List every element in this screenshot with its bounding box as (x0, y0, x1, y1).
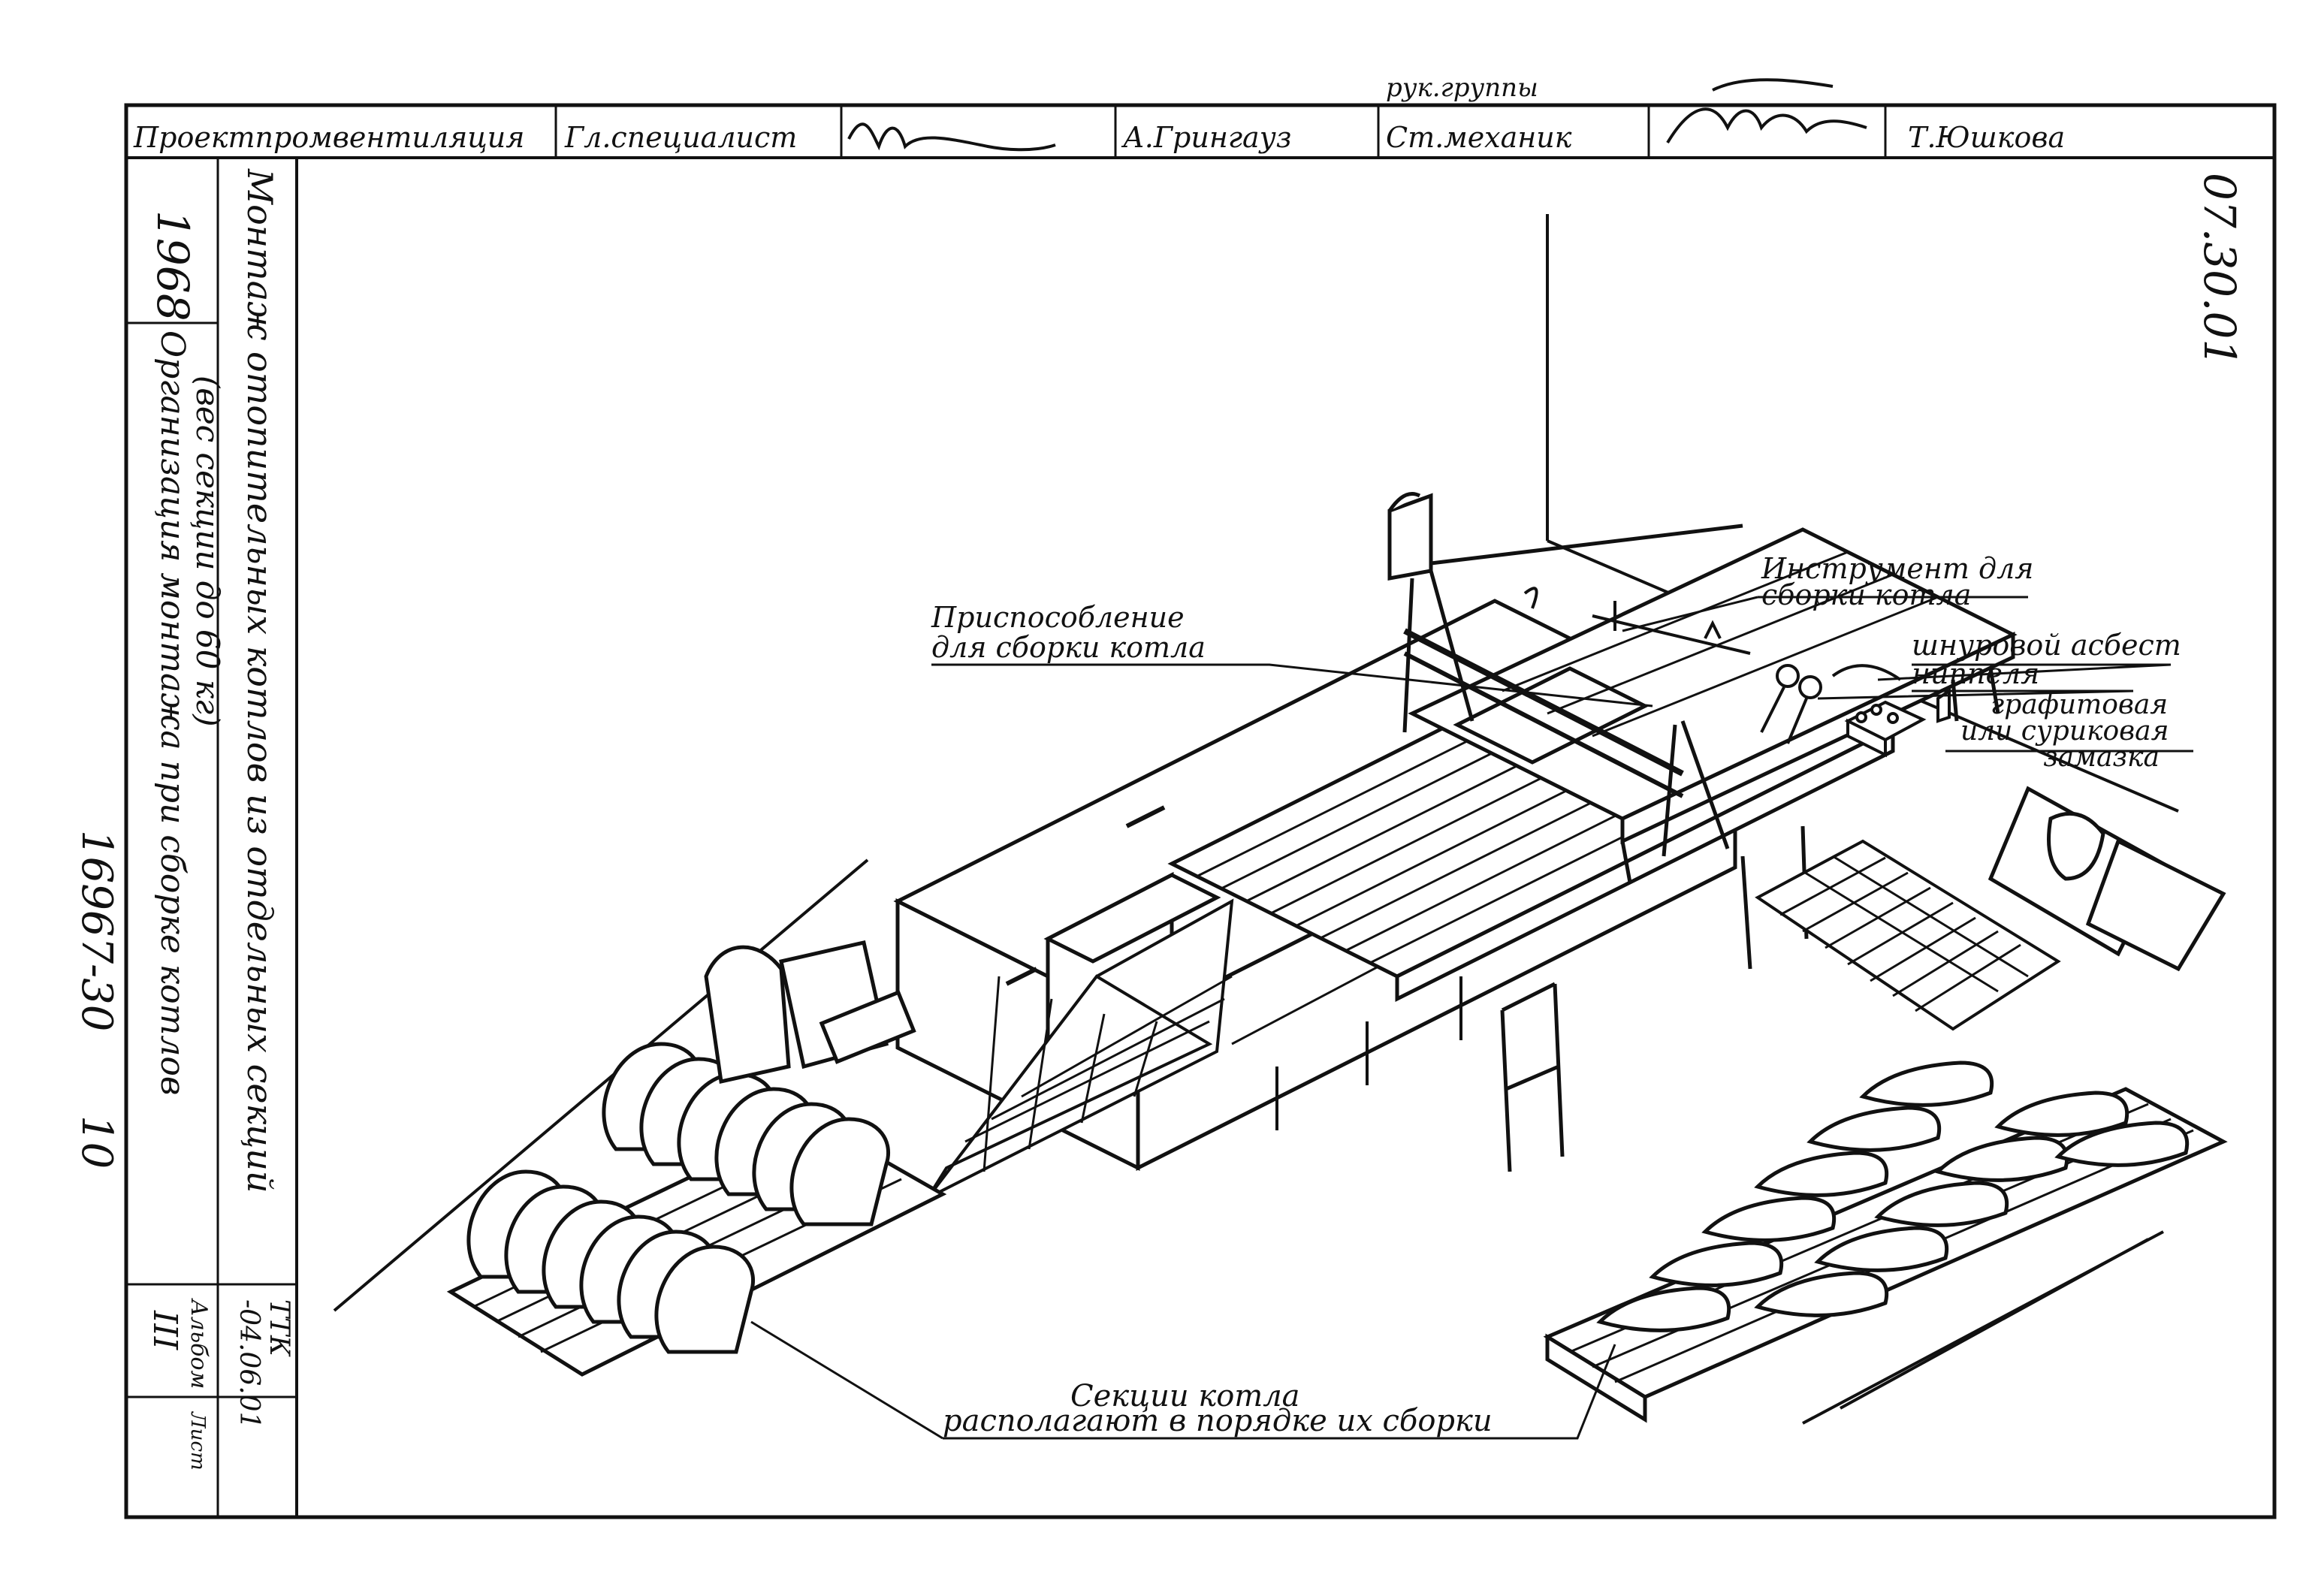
chief-specialist-name: А.Грингауз (1121, 121, 1291, 154)
boiler-section-row-front (466, 1169, 756, 1354)
album-number: III (146, 1310, 184, 1351)
callout-asbestos: шнуровой асбест (1912, 629, 2181, 662)
sections-right-rack (1543, 786, 2228, 1425)
sheet-label: Лист (186, 1410, 209, 1471)
callout-leaders (750, 596, 2193, 1440)
year-label: 1968 (147, 210, 198, 321)
chief-specialist-label: Гл.специалист (564, 121, 797, 154)
callout-sections-line2: располагают в порядке их сборки (943, 1404, 1493, 1438)
frame (124, 103, 2277, 1519)
sections-left-rack (446, 940, 947, 1377)
drawing-subtitle-line1: Организация монтажа при сборке котлов (153, 330, 192, 1095)
boiler-section-flat-stack (1596, 1060, 2189, 1332)
organization-label: Проектпромвентиляция (133, 121, 524, 154)
callout-putty-line3: замазка (2043, 742, 2160, 773)
callout-putty-line1: графитовая (1991, 689, 2168, 720)
callout-fixture-line1: Приспособление (931, 601, 1185, 634)
drawing-subtitle-line2: (вес секции до 60 кг) (189, 376, 226, 727)
callout-putty-line2: или суриковая (1960, 716, 2169, 747)
ttk-code: -04.06.01 (234, 1299, 264, 1429)
callout-tools-line2: сборки котла (1761, 578, 1971, 611)
assembly-fixture (1387, 492, 1743, 857)
sheet-code: 07.30.01 (2194, 173, 2245, 367)
senior-mechanic-name: Т.Юшкова (1908, 121, 2065, 154)
drawing-topic: Монтаж отопительных котлов из отдельных … (240, 168, 280, 1193)
group-head-label: рук.группы (1386, 73, 1538, 103)
chief-specialist-signature (847, 122, 1056, 152)
left-ramp (926, 898, 1234, 1199)
assembly-tools (1523, 587, 1951, 758)
ttk-label: ТТК (264, 1299, 294, 1357)
page-number: 10 (72, 1115, 121, 1169)
project-number: 16967-30 (72, 830, 121, 1031)
callout-sections-line1: Секции котла (1070, 1379, 1300, 1413)
callout-fixture-line2: для сборки котла (931, 631, 1206, 664)
callout-tools-line1: Инструмент для (1761, 552, 2033, 585)
album-label: Альбом (186, 1298, 212, 1389)
callout-nipples: ниппеля (1912, 657, 2039, 690)
senior-mechanic-label: Ст.механик (1386, 121, 1572, 154)
boiler-section-row-back (602, 1042, 891, 1226)
senior-mechanic-signature (1666, 78, 1867, 144)
right-ramp (1755, 839, 2061, 1031)
